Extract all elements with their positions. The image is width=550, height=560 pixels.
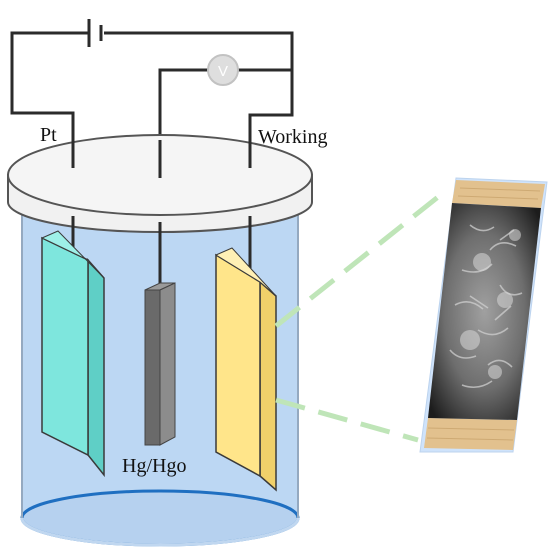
- wire-battery-to-pt: [10, 31, 88, 170]
- label-working: Working: [258, 126, 328, 148]
- label-hg-hgo: Hg/Hgo: [122, 455, 186, 477]
- sem-micrograph: [428, 203, 541, 420]
- voltmeter-symbol: V: [218, 63, 228, 80]
- inset-bottom-strip: [424, 418, 517, 450]
- battery-circuit: [10, 19, 294, 172]
- counter-electrode-pt: [40, 216, 105, 478]
- working-electrode: [214, 216, 277, 492]
- wire-battery-to-working: [104, 31, 294, 172]
- inset-top-strip: [452, 180, 545, 208]
- sem-bright-clusters: [460, 229, 521, 379]
- reference-electrode-hg-hgo: [144, 222, 176, 446]
- zoom-guide-lines: [274, 191, 445, 443]
- battery-icon: [87, 19, 103, 47]
- lid-wire-stubs: [71, 140, 252, 178]
- voltmeter-icon: V: [207, 54, 239, 86]
- working-electrode-inset: [419, 177, 548, 453]
- label-pt: Pt: [40, 124, 57, 146]
